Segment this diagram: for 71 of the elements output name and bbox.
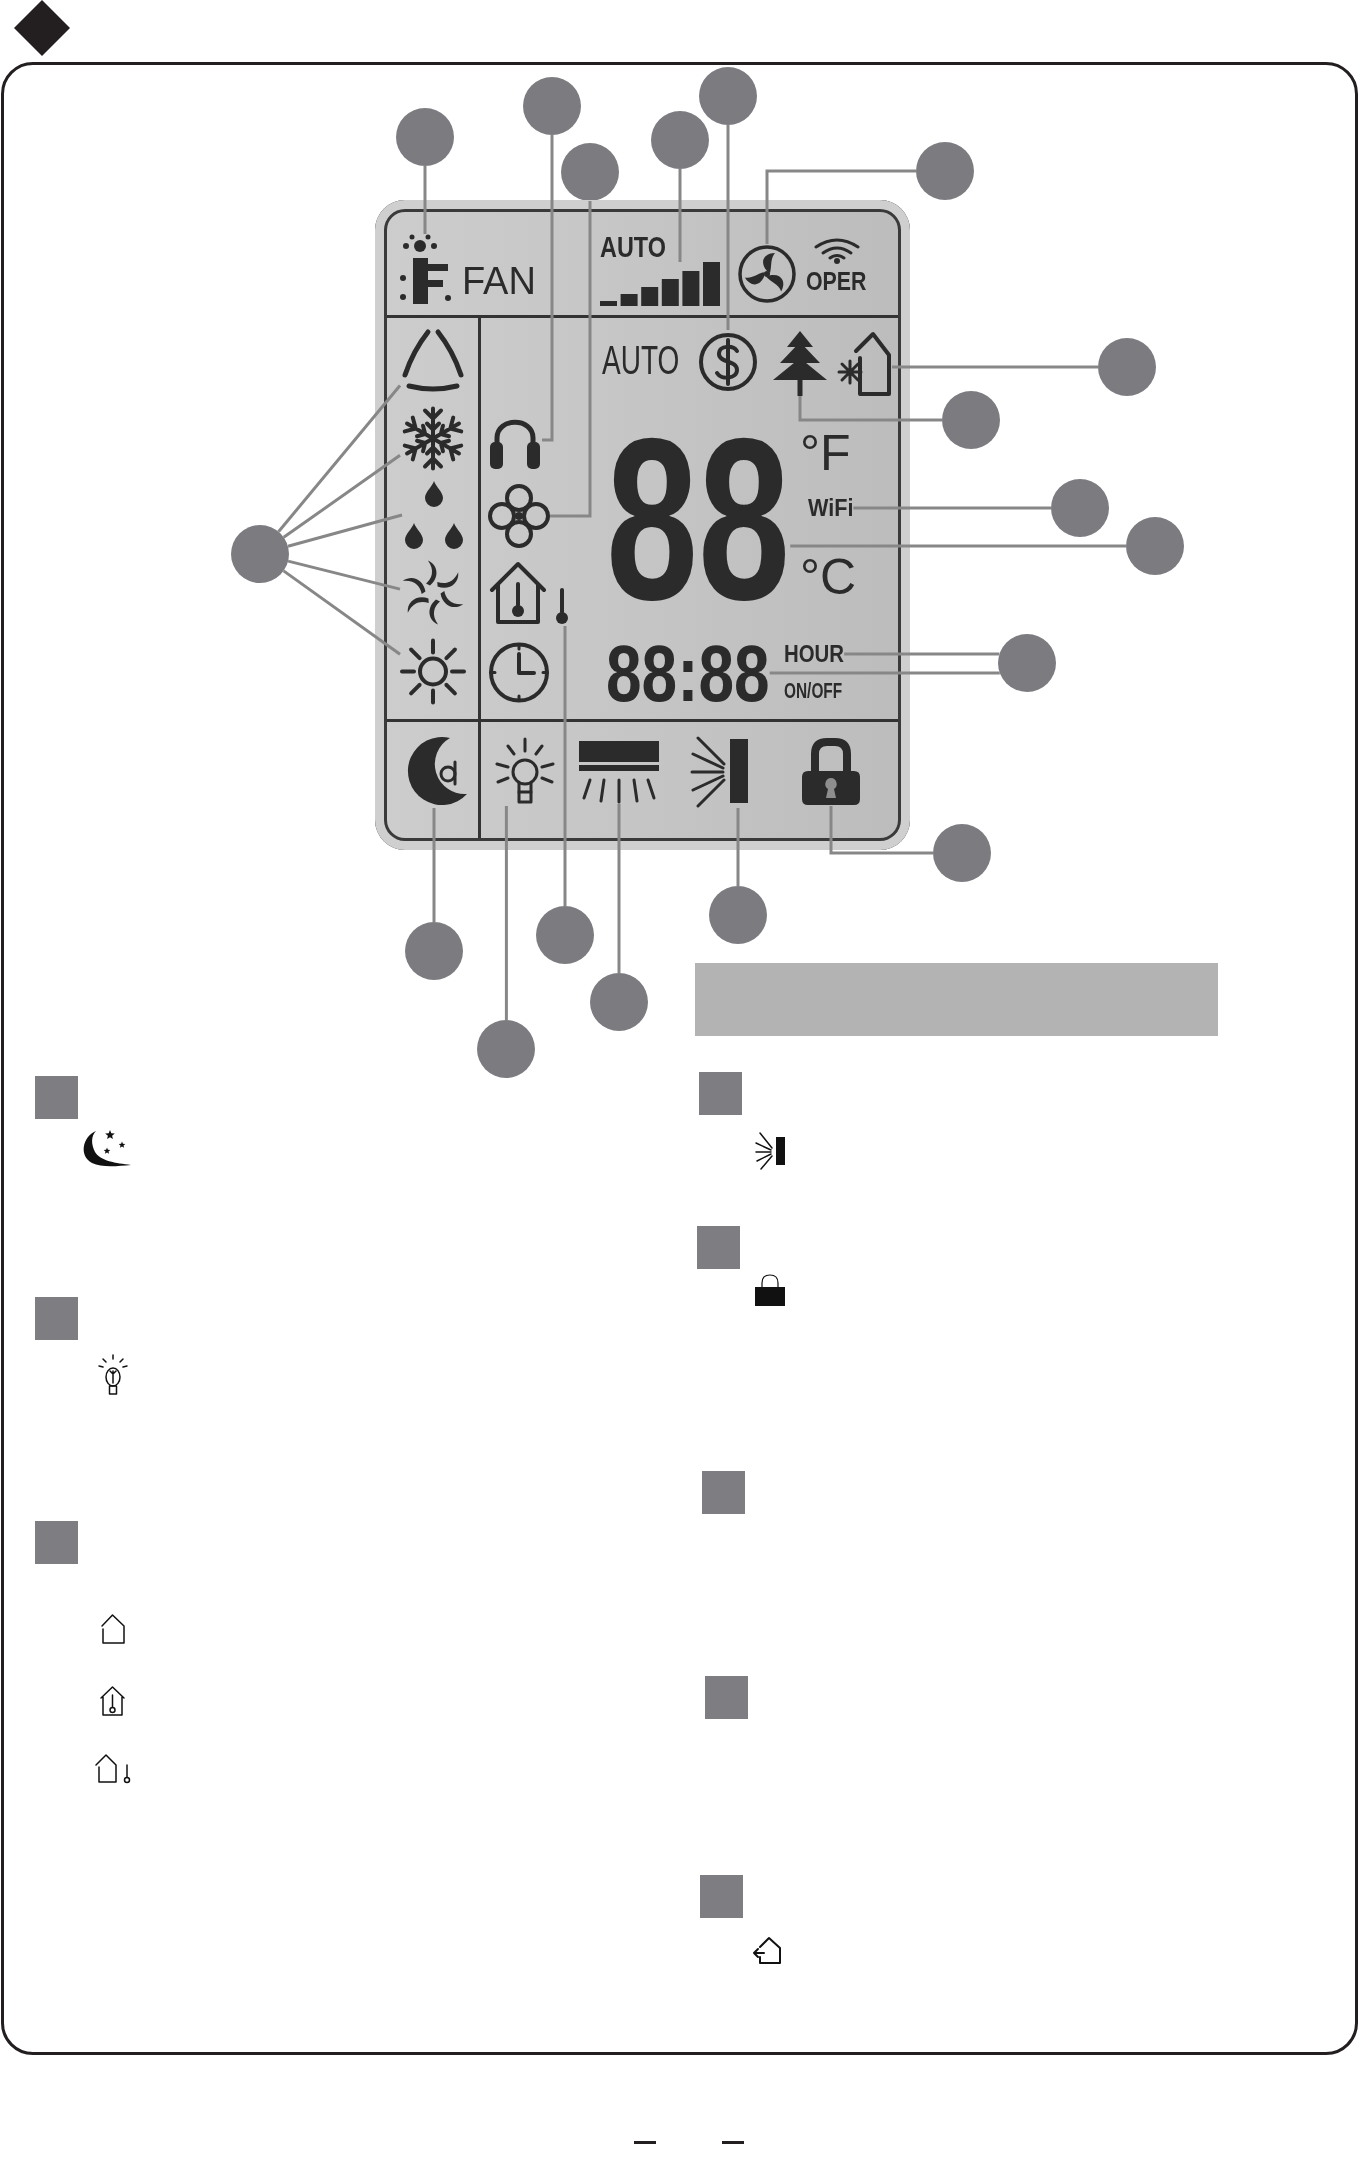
leader-line bbox=[282, 569, 401, 656]
person-icon bbox=[398, 234, 452, 306]
callout-circle bbox=[699, 67, 757, 125]
callout-circle bbox=[477, 1020, 535, 1078]
callout-circle bbox=[536, 906, 594, 964]
leader-line bbox=[563, 626, 567, 906]
leader-line bbox=[550, 201, 592, 518]
wifi-label: WiFi bbox=[808, 496, 854, 520]
fan-label: FAN bbox=[462, 262, 536, 300]
callout-circle bbox=[231, 525, 289, 583]
callout-circle bbox=[651, 111, 709, 169]
callout-circle bbox=[405, 922, 463, 980]
callout-circle bbox=[396, 108, 454, 166]
celsius-label: °C bbox=[800, 552, 857, 602]
heading-bar bbox=[695, 963, 1218, 1036]
leader-line bbox=[765, 169, 916, 244]
tree-icon bbox=[772, 330, 828, 396]
leader-line bbox=[287, 559, 401, 591]
leader-line bbox=[423, 166, 427, 234]
on-off-label: ON/OFF bbox=[784, 680, 843, 702]
sun-icon bbox=[400, 637, 466, 706]
leader-line bbox=[844, 652, 1000, 656]
house-fan-icon bbox=[836, 330, 892, 398]
callout-circle bbox=[709, 886, 767, 944]
oper-label: OPER bbox=[806, 268, 867, 294]
triangle-icon bbox=[400, 327, 466, 392]
leader-line bbox=[504, 806, 508, 1020]
fan-icon bbox=[738, 244, 796, 304]
leader-line bbox=[829, 806, 933, 855]
leader-line bbox=[736, 808, 740, 886]
callout-circle bbox=[1051, 479, 1109, 537]
callout-circle bbox=[1126, 517, 1184, 575]
callout-circle bbox=[933, 824, 991, 882]
water-drops-icon bbox=[402, 480, 466, 550]
callout-circle bbox=[1098, 338, 1156, 396]
callout-circle bbox=[916, 142, 974, 200]
leader-line bbox=[542, 135, 554, 442]
light-bulb-icon bbox=[494, 736, 556, 806]
leader-line bbox=[769, 671, 1000, 675]
leader-line bbox=[790, 544, 1126, 548]
leader-line bbox=[678, 169, 682, 262]
temperature-digits: 88 bbox=[606, 428, 791, 612]
fahrenheit-label: °F bbox=[800, 428, 851, 478]
air-conditioner-icon bbox=[578, 740, 660, 804]
leader-line bbox=[617, 804, 621, 973]
snowflake-icon bbox=[400, 405, 466, 472]
leader-line bbox=[726, 125, 730, 330]
house-thermometer-icon bbox=[488, 560, 570, 626]
padlock-icon bbox=[800, 738, 862, 806]
leader-line bbox=[798, 396, 942, 422]
callout-circle bbox=[998, 634, 1056, 692]
level-bars-icon bbox=[600, 262, 720, 306]
leader-line bbox=[287, 513, 403, 548]
hour-label: HOUR bbox=[784, 642, 845, 666]
callout-circle bbox=[942, 391, 1000, 449]
dollar-icon bbox=[698, 330, 758, 394]
callout-circle bbox=[590, 973, 648, 1031]
auto-label: AUTO bbox=[602, 340, 680, 380]
leader-line bbox=[432, 808, 436, 922]
leader-line bbox=[892, 365, 1098, 369]
timer-digits: 88:88 bbox=[606, 640, 770, 708]
lcd-display bbox=[375, 200, 910, 850]
callout-circle bbox=[523, 77, 581, 135]
auto-label: AUTO bbox=[600, 232, 666, 262]
fan-blades-icon bbox=[488, 484, 550, 548]
vane-rays-icon bbox=[690, 734, 750, 808]
leader-line bbox=[853, 506, 1051, 510]
leader-line bbox=[277, 384, 402, 533]
leader-line bbox=[282, 454, 401, 539]
pinwheel-icon bbox=[400, 559, 466, 626]
callout-circle bbox=[561, 143, 619, 201]
